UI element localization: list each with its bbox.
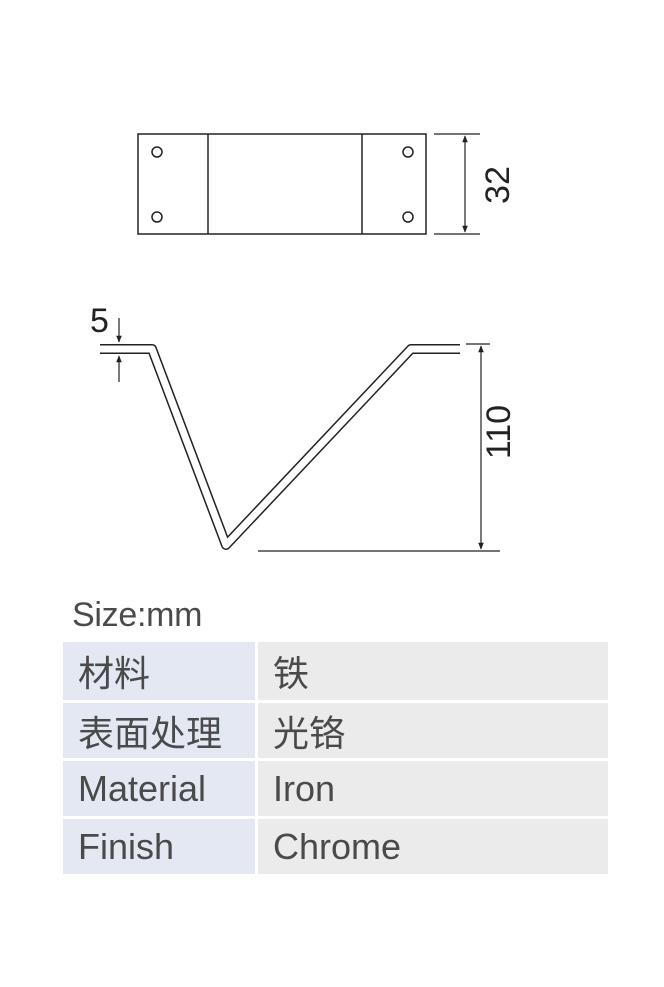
- bracket-side-view: [100, 344, 460, 550]
- bracket-top-view: [137, 133, 427, 235]
- table-row: Material Iron: [63, 758, 608, 816]
- mounting-hole-top-left: [151, 146, 163, 158]
- spec-value-material: Iron: [255, 758, 608, 816]
- spec-value-material-cn: 铁: [255, 642, 608, 700]
- spec-label-material-cn: 材料: [63, 642, 255, 700]
- table-row: 材料 铁: [63, 642, 608, 700]
- mounting-hole-bottom-right: [402, 211, 414, 223]
- spec-value-finish: Chrome: [255, 816, 608, 874]
- spec-label-finish-cn: 表面处理: [63, 700, 255, 758]
- thickness-dimension-label: 5: [90, 302, 109, 340]
- bracket-profile: [100, 344, 460, 550]
- table-row: 表面处理 光铬: [63, 700, 608, 758]
- spec-label-material: Material: [63, 758, 255, 816]
- spec-value-finish-cn: 光铬: [255, 700, 608, 758]
- mounting-hole-top-right: [402, 146, 414, 158]
- spec-label-finish: Finish: [63, 816, 255, 874]
- height-dimension-label: 110: [480, 405, 518, 459]
- width-dimension: [434, 133, 480, 235]
- bracket-profile-inner: [100, 345, 460, 549]
- width-dimension-label: 32: [479, 166, 517, 204]
- mounting-hole-bottom-left: [151, 211, 163, 223]
- height-dimension: [258, 343, 500, 552]
- bracket-plate-outline: [137, 133, 427, 235]
- technical-drawing: 32 5 110: [90, 133, 518, 552]
- spec-table: 材料 铁 表面处理 光铬 Material Iron Finish Chrome: [63, 642, 608, 874]
- size-unit-label: Size:mm: [72, 596, 203, 634]
- table-row: Finish Chrome: [63, 816, 608, 874]
